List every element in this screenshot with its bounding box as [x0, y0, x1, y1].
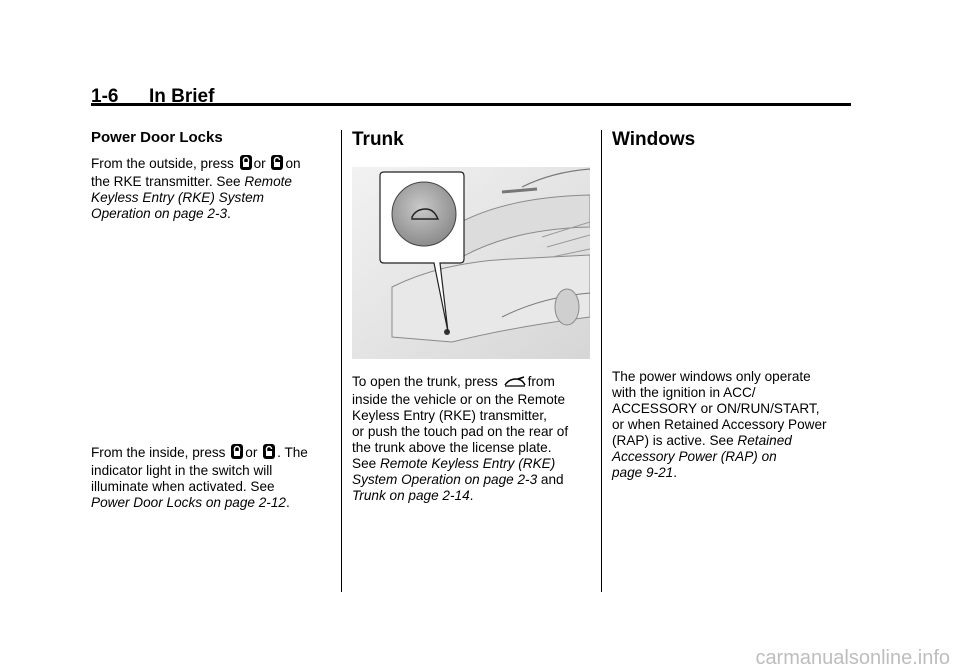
section-title: In Brief: [149, 86, 215, 107]
heading-windows: Windows: [612, 129, 696, 150]
column-divider-1: [341, 130, 342, 592]
watermark: carmanualsonline.info: [755, 647, 950, 669]
heading-trunk: Trunk: [352, 129, 404, 150]
text: . The: [277, 445, 308, 460]
page-header: 1-6 In Brief: [91, 86, 851, 108]
text: From the outside, press: [91, 156, 234, 171]
heading-power-door-locks: Power Door Locks: [91, 129, 223, 146]
xref-link[interactable]: Trunk on page 2-14: [352, 488, 470, 503]
trunk-release-illustration: [352, 167, 591, 359]
paragraph-inside-locks: From the inside, press or . The indicato…: [91, 444, 331, 511]
paragraph-trunk: To open the trunk, press from inside the…: [352, 374, 597, 504]
text: (RAP) is active. See: [612, 433, 734, 448]
xref-link[interactable]: Remote: [244, 174, 292, 189]
text: on: [285, 156, 301, 171]
xref-link[interactable]: Remote Keyless Entry (RKE): [379, 456, 556, 471]
xref-link[interactable]: Power Door Locks on page 2-12: [91, 495, 286, 510]
lock-icon: [239, 155, 252, 174]
text: the RKE transmitter. See: [91, 174, 241, 189]
text: indicator light in the switch will: [91, 463, 273, 478]
text: To open the trunk, press: [352, 374, 498, 389]
page-number: 1-6: [91, 86, 119, 107]
lock-icon: [231, 444, 244, 463]
text: or when Retained Accessory Power: [612, 417, 827, 432]
xref-link[interactable]: Operation on page 2-3: [91, 206, 228, 221]
unlock-icon: [263, 444, 276, 463]
xref-link[interactable]: Retained: [737, 433, 792, 448]
text: or: [253, 156, 266, 171]
text: with the ignition in ACC/: [612, 385, 756, 400]
text: inside the vehicle or on the Remote: [352, 392, 566, 407]
text: .: [227, 206, 231, 221]
text: or push the touch pad on the rear of: [352, 424, 569, 439]
text: .: [469, 488, 474, 503]
text: The power windows only operate: [612, 369, 811, 384]
header-rule: [91, 103, 851, 106]
column-divider-2: [601, 130, 602, 592]
unlock-icon: [271, 155, 284, 174]
text: illuminate when activated. See: [91, 479, 275, 494]
xref-link[interactable]: page 9-21: [612, 465, 674, 480]
paragraph-windows: The power windows only operate with the …: [612, 369, 857, 481]
xref-link[interactable]: Accessory Power (RAP) on: [612, 449, 777, 464]
text: Keyless Entry (RKE) transmitter,: [352, 408, 547, 423]
text: ACCESSORY or ON/RUN/START,: [612, 401, 820, 416]
text: From the inside, press: [91, 445, 226, 460]
text: the trunk above the license plate.: [352, 440, 552, 455]
text: from: [527, 374, 555, 389]
text: and: [540, 472, 564, 487]
paragraph-outside-locks: From the outside, press or on the RKE tr…: [91, 155, 331, 222]
text: See: [352, 456, 377, 471]
xref-link[interactable]: Keyless Entry (RKE) System: [91, 190, 264, 205]
xref-link[interactable]: System Operation on page 2-3: [352, 472, 538, 487]
trunk-release-icon: [504, 376, 526, 392]
text: or: [245, 445, 258, 460]
text: .: [285, 495, 290, 510]
text: .: [673, 465, 678, 480]
